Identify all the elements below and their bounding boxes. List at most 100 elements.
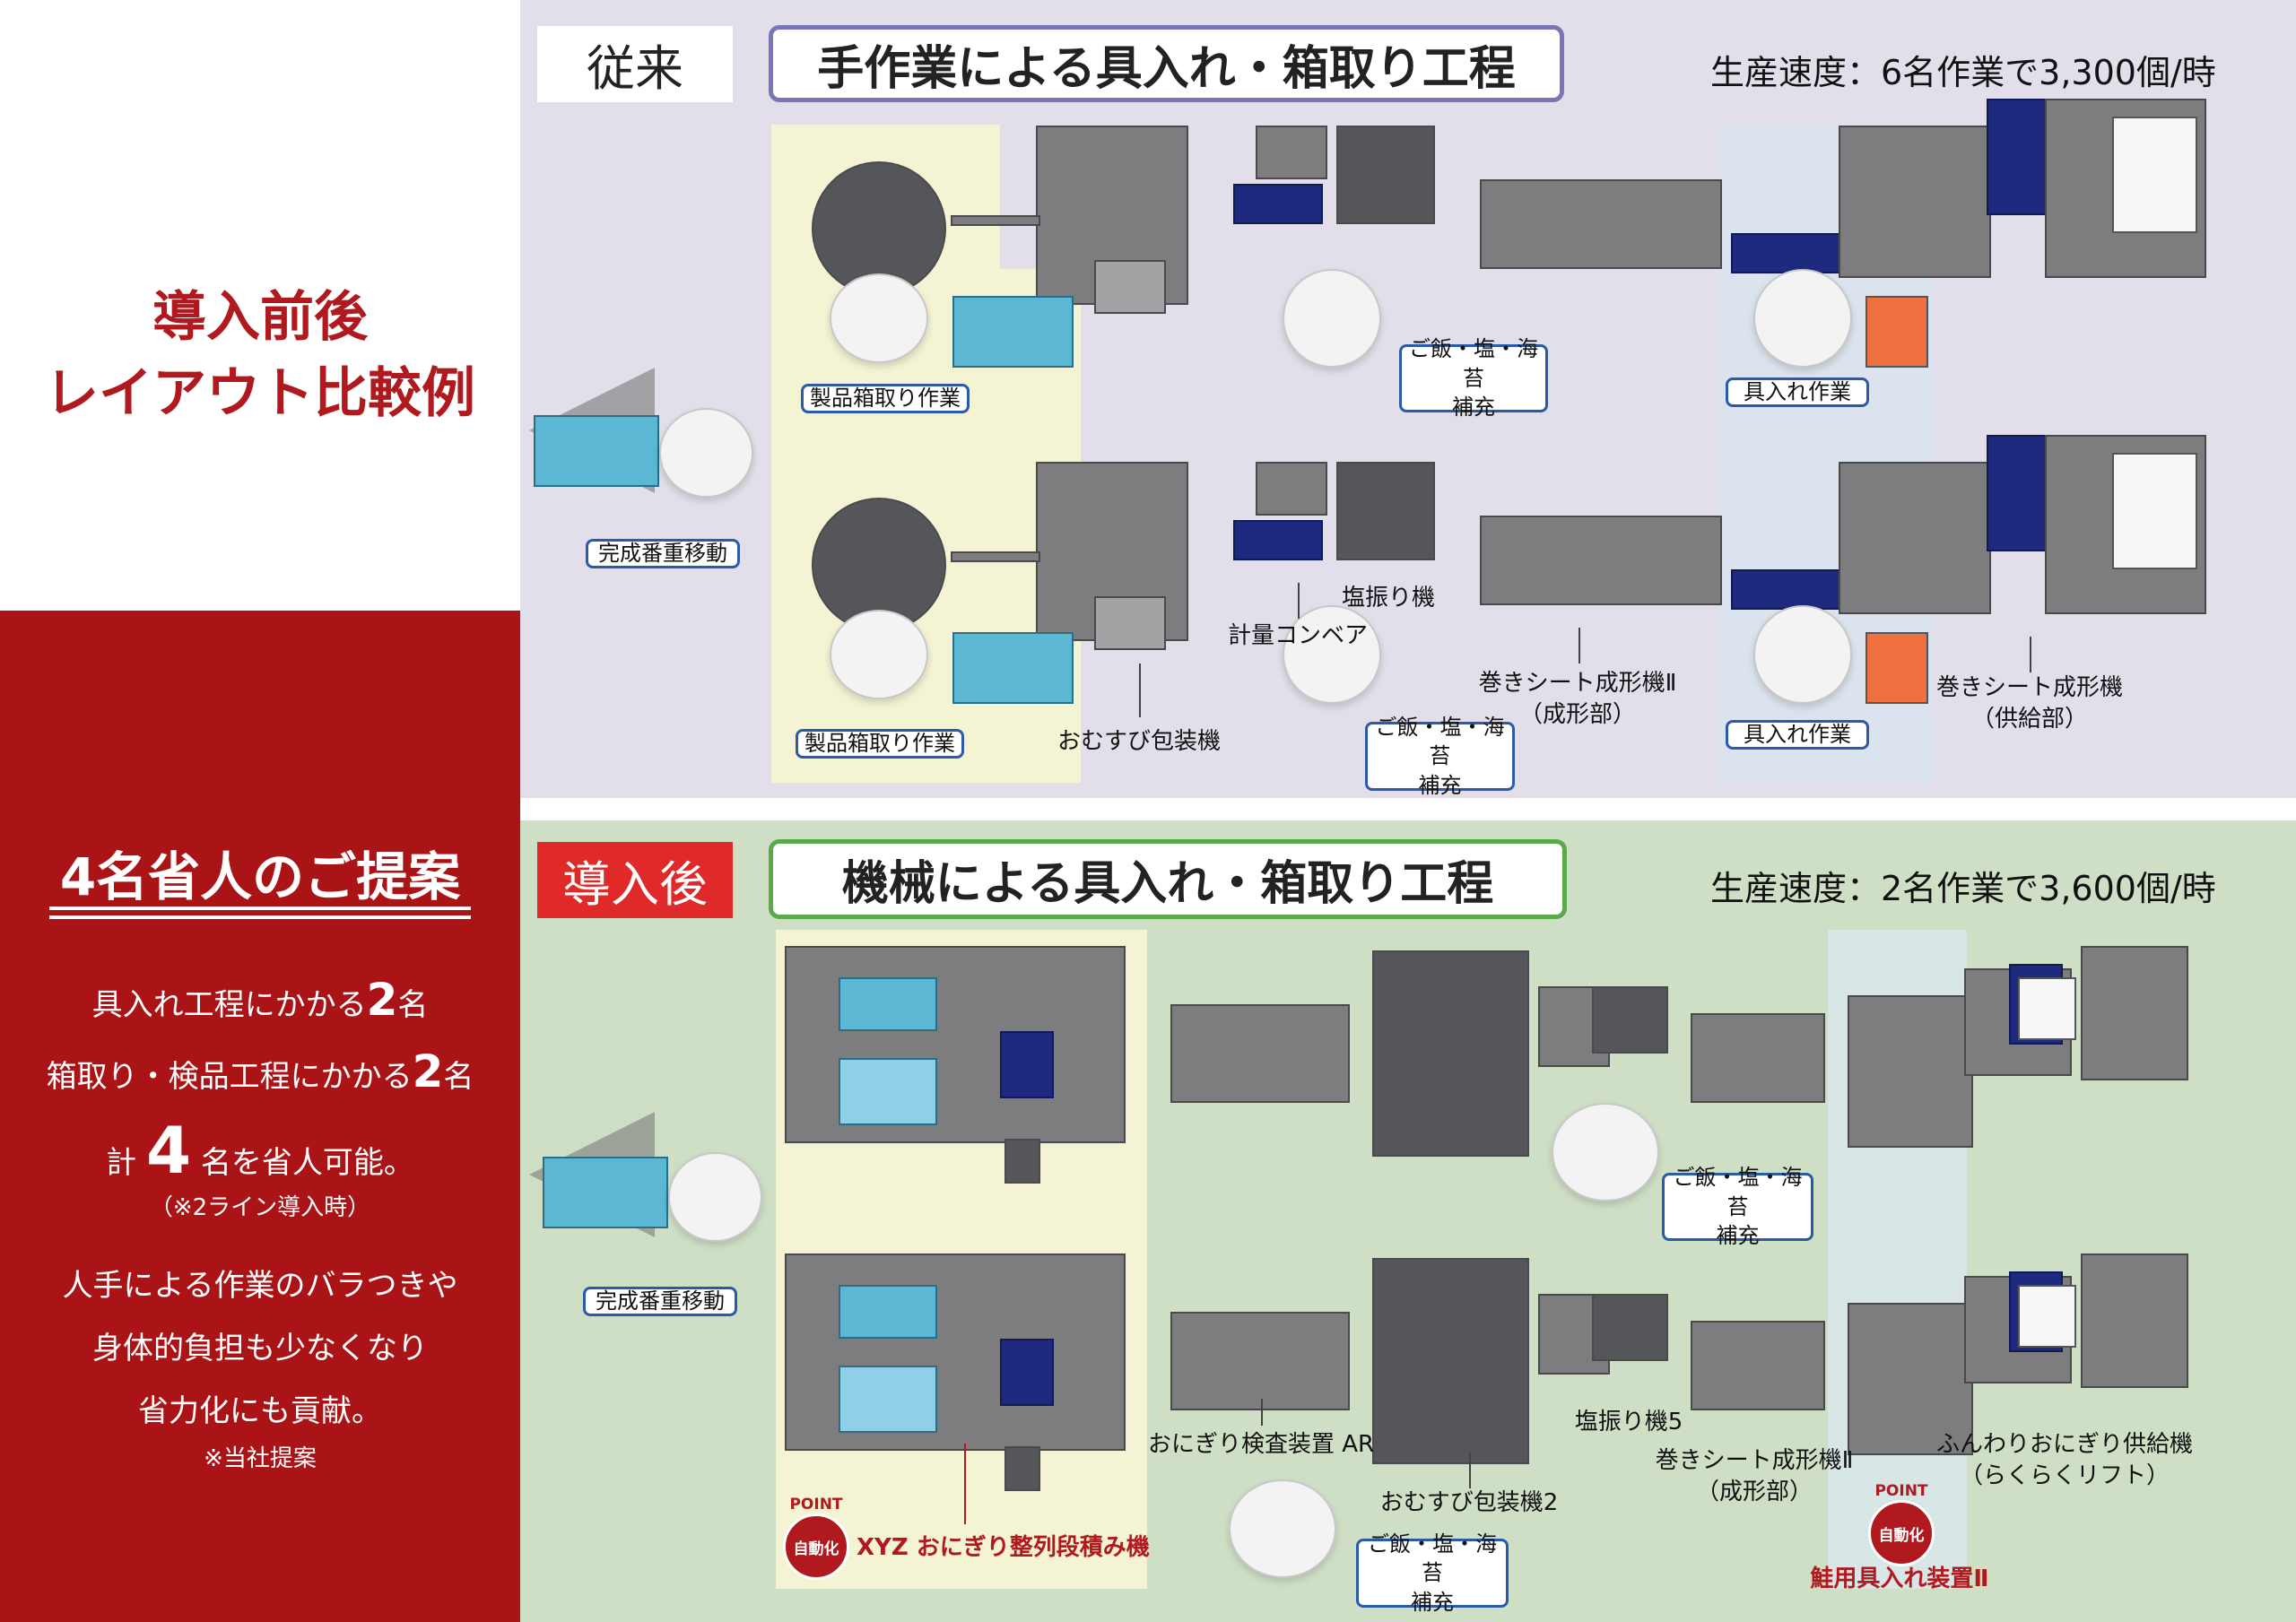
leader-line (1261, 1399, 1263, 1426)
worker-icon (1283, 269, 1381, 368)
salting-machine (1336, 126, 1435, 224)
label-filling-2: 具入れ作業 (1726, 720, 1869, 750)
left-heading-panel: 導入前後 レイアウト比較例 (0, 0, 520, 611)
conveyor (951, 551, 1040, 562)
sheet-forming-machine (1480, 516, 1722, 605)
label-move-after: 完成番重移動 (583, 1287, 737, 1316)
stacker-base (1004, 1139, 1040, 1184)
rice-lift (2081, 946, 2188, 1080)
heading-line-2: レイアウト比較例 (45, 362, 475, 425)
weighing-conveyor-frame (1256, 462, 1327, 516)
inspection-machine (1170, 1004, 1350, 1103)
empty-crate (839, 1058, 937, 1125)
stacker-drive (1000, 1031, 1054, 1098)
weighing-conveyor-frame (1256, 126, 1327, 179)
wrapping-machine-part (1094, 596, 1166, 650)
worker-icon (830, 610, 928, 699)
leader-line (1578, 628, 1580, 664)
point-badge-left: 自動化 (783, 1514, 849, 1580)
label-wrapper: おむすび包装機 (1057, 728, 1222, 755)
sheet-forming-machine (1480, 179, 1722, 269)
label-boxing-2: 製品箱取り作業 (796, 729, 964, 759)
stacking-machine (785, 1253, 1126, 1451)
leader-line (1298, 583, 1300, 619)
worker-icon (668, 1152, 762, 1242)
supply-hopper (1987, 99, 2054, 215)
label-refill-before-1: ご飯・塩・海苔補充 (1399, 336, 1548, 420)
product-crate (543, 1157, 668, 1228)
proposal-title: 4名省人のご提案 (59, 846, 461, 907)
label-salter-5: 塩振り機5 (1574, 1409, 1683, 1436)
note-two-lines: （※2ライン導入時） (149, 1194, 371, 1221)
worker-icon (1552, 1103, 1659, 1201)
weighing-conveyor (1233, 520, 1323, 560)
label-refill-after-2: ご飯・塩・海苔補充 (1356, 1531, 1509, 1615)
title-underline (49, 906, 471, 910)
body-line-2: 身体的負担も少なくなり (92, 1331, 428, 1366)
wrapping-machine-2 (1372, 950, 1529, 1157)
heading-line-1: 導入前後 (152, 286, 368, 349)
body-line-3: 省力化にも貢献。 (138, 1393, 382, 1429)
savings-line-2: 箱取り・検品工程にかかる2名 (46, 1045, 474, 1097)
after-tag: 導入後 (537, 842, 733, 918)
after-title: 機械による具入れ・箱取り工程 (769, 839, 1567, 919)
title-underline (49, 915, 471, 919)
label-move-before: 完成番重移動 (586, 539, 740, 568)
label-wrapper-2: おむすび包装機2 (1379, 1489, 1559, 1516)
sheet-forming-machine (1691, 1321, 1825, 1410)
rice-tray (2018, 1285, 2076, 1348)
after-speed: 生産速度：2名作業で3,600個/時 (1710, 869, 2216, 908)
weighing-conveyor (1233, 184, 1323, 224)
sheet-supply-machine (1839, 126, 1991, 278)
stacker-drive (1000, 1339, 1054, 1406)
savings-total: 計 4 名を省人可能。 (106, 1113, 414, 1188)
salmon-tray (1866, 632, 1928, 704)
label-sheet-former-after: 巻きシート成形機Ⅱ（成形部） (1655, 1447, 1854, 1506)
note-company: ※当社提案 (204, 1445, 317, 1472)
worker-icon (659, 408, 753, 498)
rice-tray (2112, 453, 2197, 569)
point-word-left: POINT (789, 1496, 843, 1514)
label-filling-1: 具入れ作業 (1726, 377, 1869, 407)
inspection-machine (1170, 1312, 1350, 1410)
label-sheet-former: 巻きシート成形機Ⅱ（成形部） (1478, 670, 1677, 729)
product-crate (952, 296, 1074, 368)
label-stacker: XYZ おにぎり整列段積み機 (857, 1534, 1150, 1561)
label-refill-after-1: ご飯・塩・海苔補充 (1662, 1165, 1813, 1248)
leader-line (1139, 664, 1141, 717)
stacker-base (1004, 1446, 1040, 1491)
conveyor (951, 215, 1040, 226)
before-speed: 生産速度：6名作業で3,300個/時 (1710, 53, 2216, 92)
product-crate (839, 1285, 937, 1339)
worker-icon (1753, 269, 1852, 368)
label-salmon: 鮭用具入れ装置Ⅱ (1810, 1566, 1989, 1592)
leader-line (964, 1444, 966, 1524)
label-inspector: おにぎり検査装置 AR (1147, 1431, 1375, 1458)
leader-line (2030, 637, 2031, 672)
worker-icon (1229, 1479, 1336, 1578)
rice-lift (2081, 1253, 2188, 1388)
savings-line-1: 具入れ工程にかかる2名 (91, 974, 429, 1026)
label-salter: 塩振り機 (1341, 585, 1436, 612)
salmon-tray (1866, 296, 1928, 368)
stacking-machine (785, 946, 1126, 1143)
rice-tray (2112, 117, 2197, 233)
wrapping-machine-part (1094, 260, 1166, 314)
rice-tray (2018, 977, 2076, 1040)
salmon-filling-machine (1848, 995, 1973, 1148)
body-line-1: 人手による作業のバラつきや (62, 1268, 458, 1304)
point-badge-right: 自動化 (1868, 1500, 1935, 1566)
before-title: 手作業による具入れ・箱取り工程 (769, 25, 1564, 102)
worker-icon (830, 273, 928, 363)
before-tag: 従来 (537, 26, 733, 102)
empty-crate (839, 1366, 937, 1433)
product-crate (839, 977, 937, 1031)
label-boxing-1: 製品箱取り作業 (801, 384, 970, 413)
product-crate (952, 632, 1074, 704)
worker-icon (1283, 605, 1381, 704)
label-conveyor: 計量コンベア (1227, 622, 1369, 649)
salting-machine (1336, 462, 1435, 560)
sheet-supply-machine (1839, 462, 1991, 614)
sheet-forming-machine (1691, 1013, 1825, 1103)
worker-icon (1753, 605, 1852, 704)
